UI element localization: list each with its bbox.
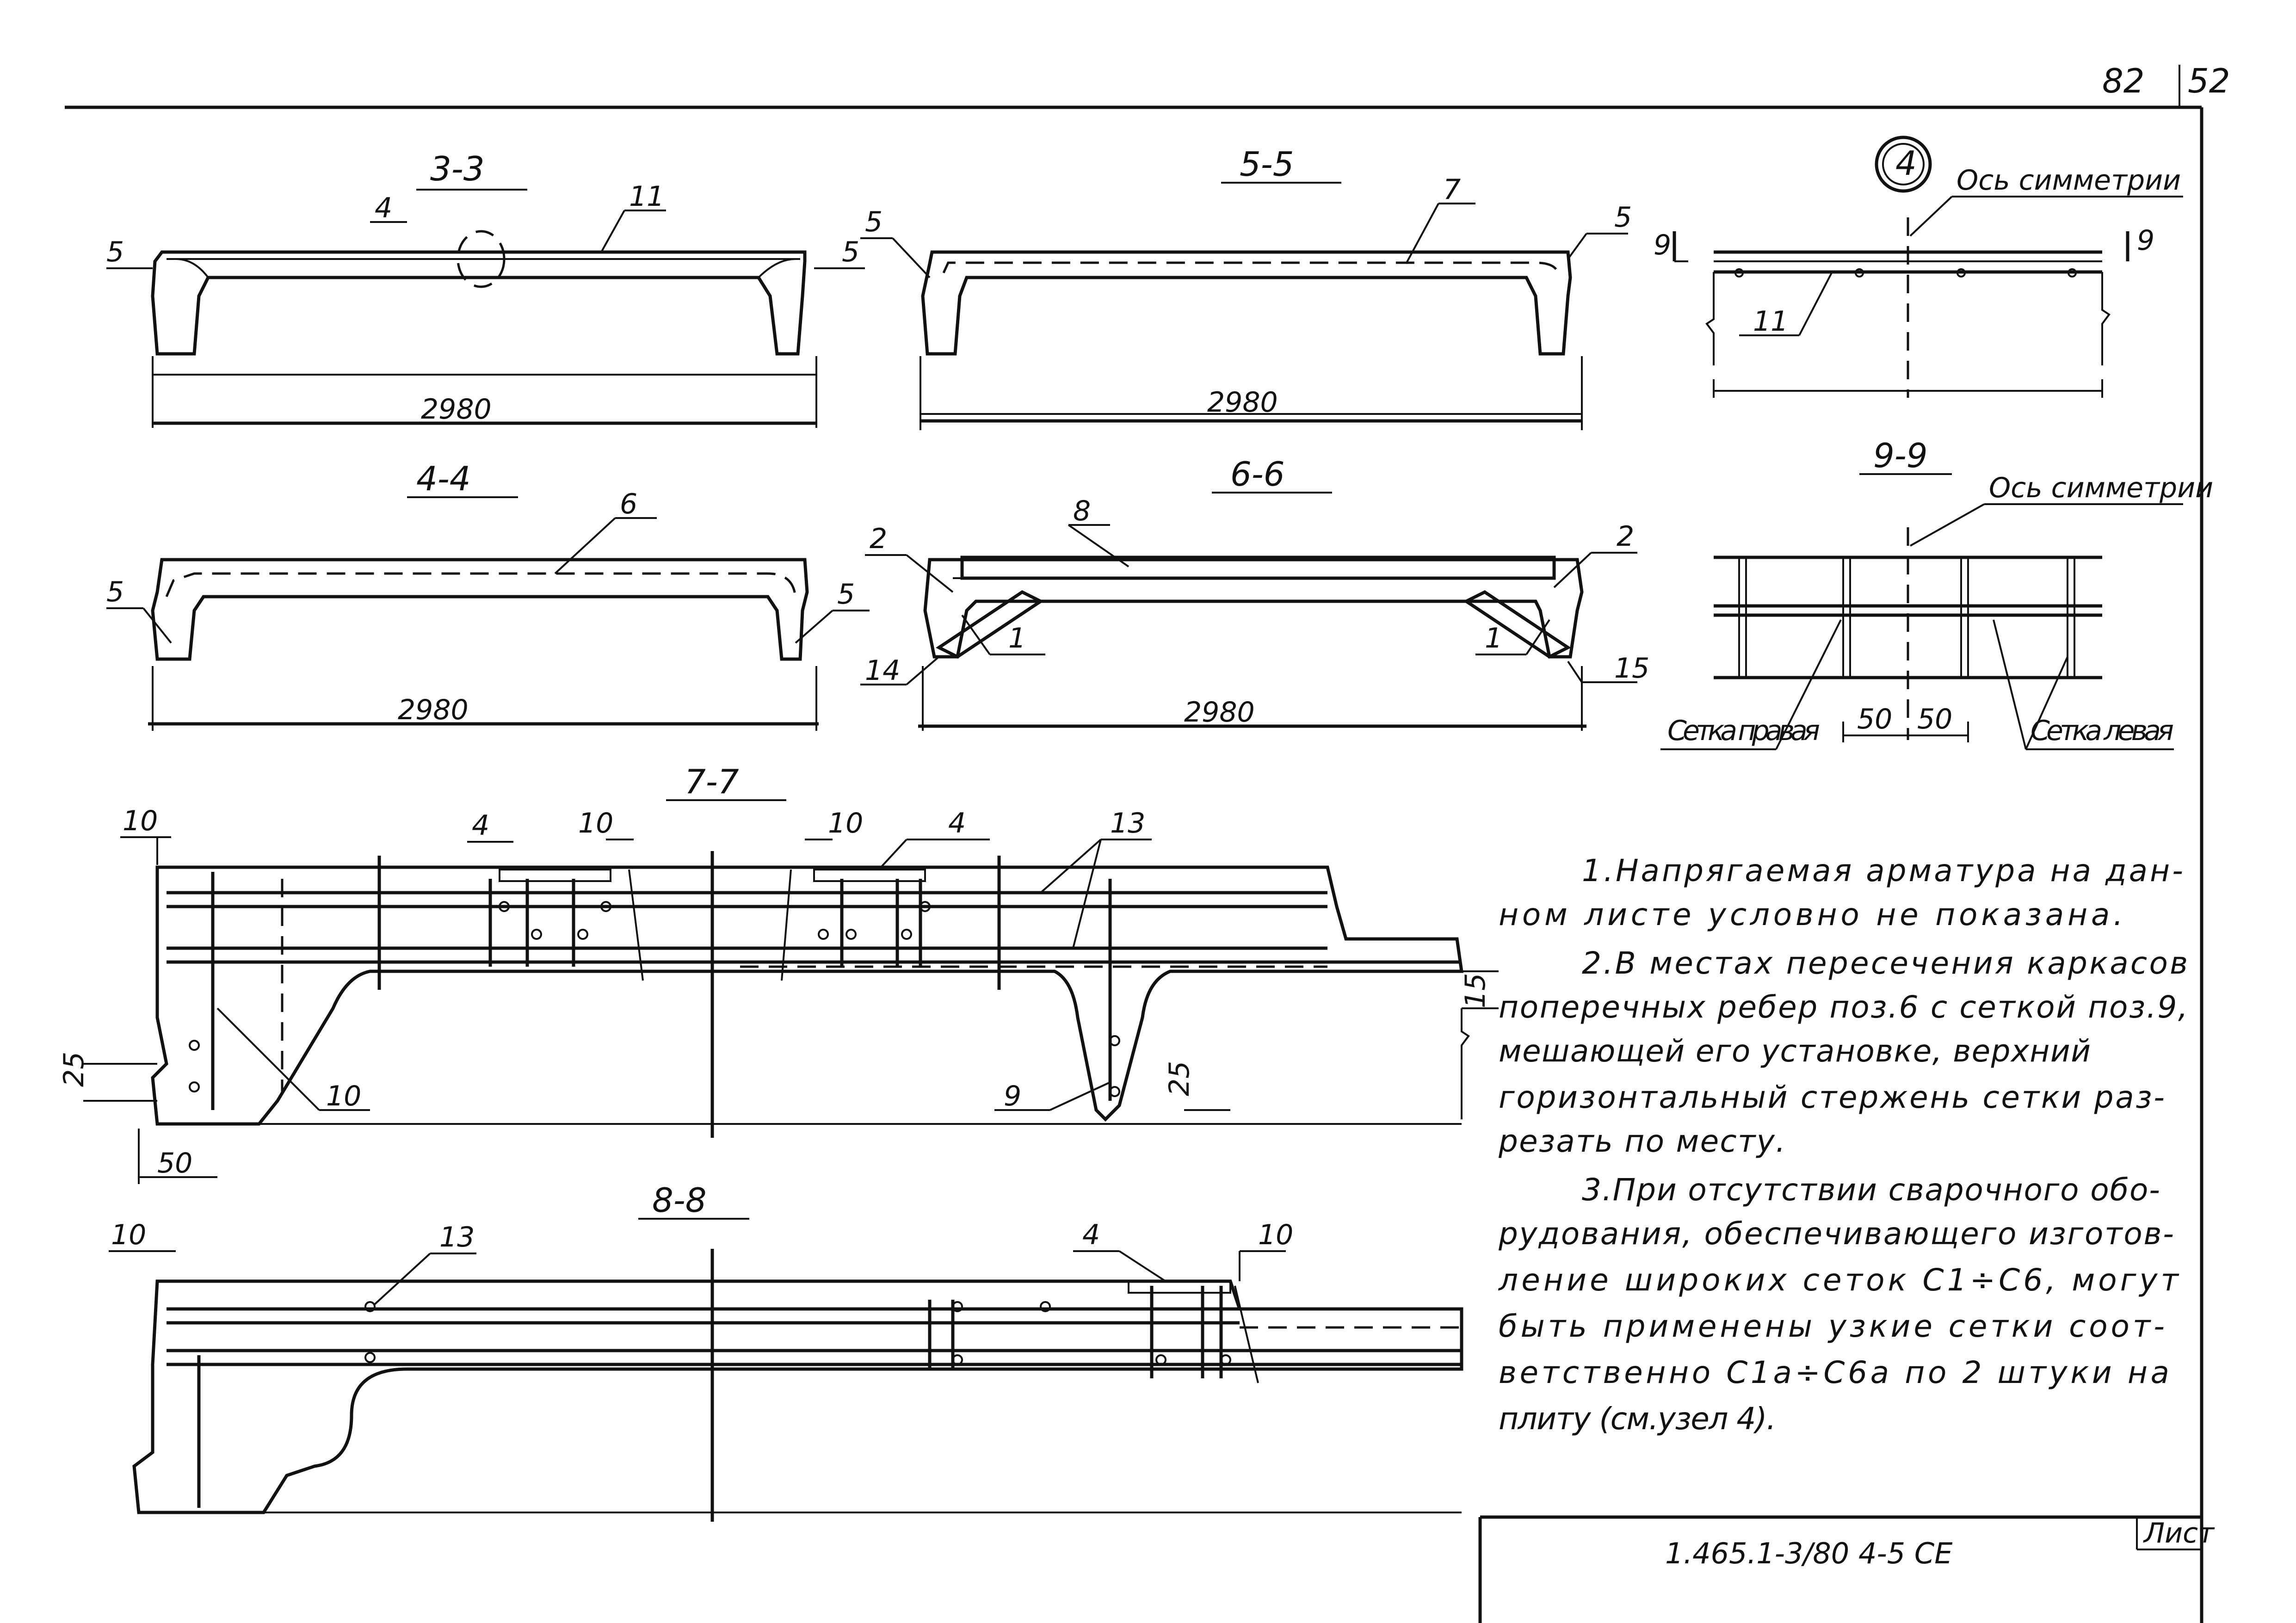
section-4-4: 4-4 2980 6 5 5: [106, 459, 870, 731]
section-8-8: 8-8 10 13 4 10: [109, 1181, 1463, 1522]
section-7-7: 7-7 10: [58, 762, 1499, 1184]
callout-5-left: 5: [865, 206, 883, 238]
cut-9-right: 9: [2137, 224, 2154, 257]
callout-8: 8: [1073, 495, 1091, 527]
callout-4-b: 4: [948, 807, 966, 839]
section-title-6-6: 6-6: [1230, 455, 1285, 494]
section-title-7-7: 7-7: [685, 762, 739, 801]
callout-1-right: 1: [1485, 622, 1502, 654]
callout-5-left: 5: [106, 576, 124, 608]
dim-25-right: 25: [1163, 1061, 1196, 1096]
callout-4: 4: [1082, 1219, 1100, 1251]
dim-10-a: 10: [123, 805, 158, 837]
dim-2980-6-6: 2980: [1184, 696, 1255, 728]
note-line-5: мешающей его установке, верхний: [1499, 1033, 2091, 1069]
dim-2980-4-4: 2980: [398, 694, 469, 726]
callout-13: 13: [1110, 807, 1145, 839]
mesh-label-left: Сетка левая: [2031, 715, 2174, 747]
dim-50-right: 50: [1917, 703, 1952, 735]
callout-4-a: 4: [472, 809, 489, 842]
note-line-2: ном листе условно не показана.: [1499, 897, 2123, 932]
callout-14: 14: [865, 654, 900, 687]
sheet-frame: [65, 65, 2203, 1623]
callout-6: 6: [620, 488, 637, 520]
callout-2-right: 2: [1617, 520, 1634, 553]
note-line-12: ветственно С1а÷С6а по 2 штуки на: [1499, 1355, 2169, 1390]
callout-5-right: 5: [1614, 201, 1632, 234]
note-line-11: быть применены узкие сетки соот-: [1499, 1308, 2165, 1344]
callout-15: 15: [1614, 652, 1649, 685]
dim-2980-5-5: 2980: [1207, 386, 1278, 419]
section-9-9: 9-9 Ось симметрии 50 50 Сетка правая Сет…: [1660, 436, 2213, 750]
callout-1-left: 1: [1008, 622, 1026, 654]
dim-25-left: 25: [58, 1052, 90, 1087]
callout-11: 11: [629, 180, 664, 213]
page-number-right: 52: [2188, 62, 2230, 100]
cut-9-left: 9: [1654, 229, 1671, 261]
detail-4: 4 Ось симметрии 9 9 11: [1654, 136, 2183, 398]
dim-50-left: 50: [1857, 703, 1892, 735]
callout-5-right: 5: [842, 236, 859, 268]
note-line-8: 3.При отсутствии сварочного обо-: [1582, 1172, 2160, 1208]
note-line-6: горизонтальный стержень сетки раз-: [1499, 1080, 2165, 1115]
section-title-4-4: 4-4: [416, 459, 471, 498]
callout-5-right: 5: [837, 578, 855, 611]
callout-5-left: 5: [106, 236, 124, 268]
mesh-label-right: Сетка правая: [1667, 715, 1820, 747]
note-line-4: поперечных ребер поз.6 с сеткой поз.9,: [1499, 989, 2188, 1025]
callout-10: 10: [326, 1080, 361, 1112]
axis-label-9-9: Ось симметрии: [1989, 472, 2213, 504]
note-line-13: плиту (см.узел 4).: [1499, 1401, 1776, 1437]
note-line-7: резать по месту.: [1498, 1123, 1785, 1159]
callout-2-left: 2: [870, 523, 887, 555]
dim-50: 50: [157, 1147, 192, 1179]
section-title-9-9: 9-9: [1873, 436, 1928, 475]
dim-2980-3-3: 2980: [421, 393, 492, 426]
detail-mark: 4: [1895, 144, 1917, 183]
callout-4: 4: [375, 192, 392, 224]
note-line-9: рудования, обеспечивающего изготов-: [1498, 1216, 2174, 1252]
dim-10-right: 10: [1258, 1219, 1293, 1251]
callout-11-detail: 11: [1753, 305, 1788, 338]
dim-10-b: 10: [578, 807, 613, 839]
dim-10-c: 10: [828, 807, 863, 839]
dim-15: 15: [1459, 973, 1492, 1008]
stamp-code: 1.465.1-3/80 4-5 СЕ: [1665, 1537, 1953, 1570]
callout-13: 13: [439, 1221, 475, 1253]
callout-7: 7: [1443, 173, 1461, 206]
section-6-6: 6-6 2980 8 2 2 1 1 14 15: [860, 455, 1649, 731]
section-5-5: 5-5 2980 7 5 5: [860, 145, 1632, 430]
stamp-sheet-label: Лист: [2143, 1517, 2215, 1549]
notes-block: 1.Напрягаемая арматура на дан- ном листе…: [1498, 853, 2188, 1437]
callout-9: 9: [1004, 1080, 1021, 1112]
note-line-10: ление широких сеток С1÷С6, могут: [1498, 1262, 2180, 1298]
section-3-3: 3-3 2980 4 11 5 5: [106, 149, 865, 428]
dim-10-left: 10: [111, 1219, 146, 1251]
note-line-1: 1.Напрягаемая арматура на дан-: [1582, 853, 2183, 889]
note-line-3: 2.В местах пересечения каркасов: [1582, 945, 2188, 981]
section-title-5-5: 5-5: [1240, 145, 1294, 184]
section-title-3-3: 3-3: [430, 149, 485, 188]
section-title-8-8: 8-8: [652, 1181, 707, 1220]
page-number-left: 82: [2102, 62, 2145, 100]
axis-label-detail: Ось симметрии: [1957, 164, 2181, 197]
